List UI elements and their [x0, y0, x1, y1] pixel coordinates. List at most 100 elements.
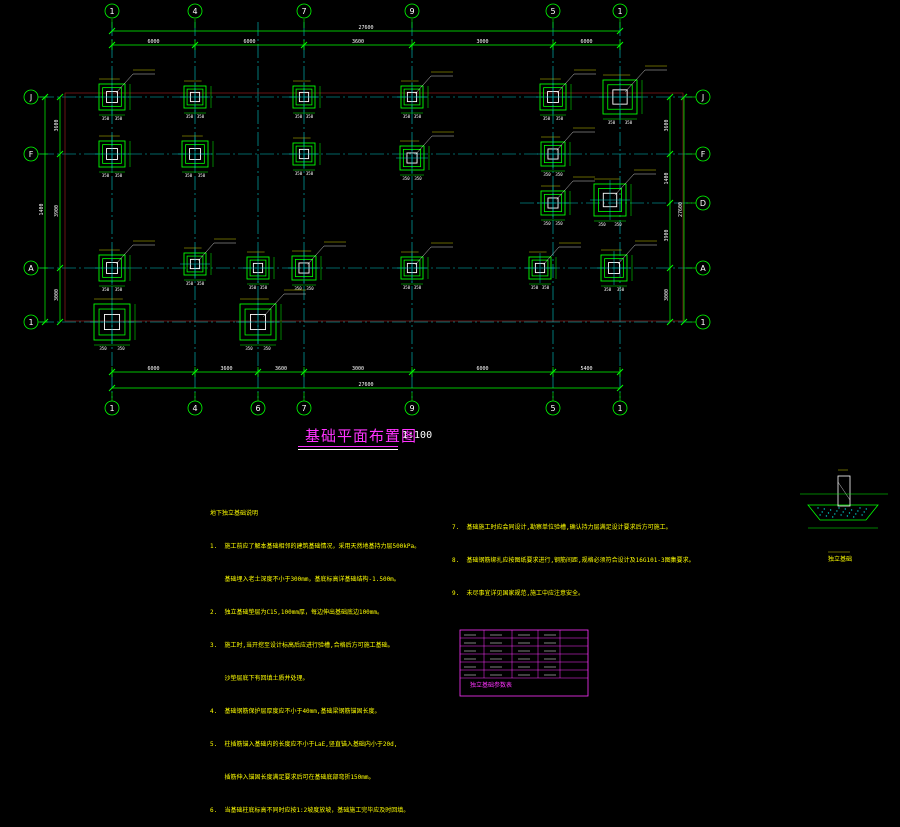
axis-label: A — [28, 264, 34, 273]
footing-dim-label: 350 — [249, 285, 257, 290]
axis-circle — [612, 400, 628, 416]
leader — [624, 69, 646, 93]
axis-bubble: 1 — [104, 3, 120, 19]
footing-dim-label: 350 — [403, 285, 411, 290]
note-line: 沙垫层底下有回填土质并处理。 — [210, 675, 309, 682]
axis-bubble: D — [695, 195, 711, 211]
axis-circle — [695, 260, 711, 276]
dim-overall-top: 27600 — [358, 25, 373, 31]
title-underline — [298, 446, 398, 447]
footing-dim-label: 350 — [403, 114, 411, 119]
footing-dim-label: 350 — [531, 285, 539, 290]
footing-dim-label: 350 — [414, 114, 422, 119]
footing-dim-label: 350 — [185, 173, 193, 178]
axis-bubble: 4 — [187, 3, 203, 19]
axis-circle — [545, 3, 561, 19]
dim-tick — [549, 368, 557, 376]
section-hatch — [840, 514, 842, 516]
dim-tick — [191, 41, 199, 49]
note-line: 1. 施工前应了解本基础相邻的建筑基础情况，采用天然地基持力层500kPa。 — [210, 543, 421, 550]
leader — [415, 75, 432, 94]
footing-dim-label: 350 — [117, 346, 125, 351]
section-hatch — [865, 508, 867, 510]
axis-label: F — [701, 150, 706, 159]
axis-circle — [250, 400, 266, 416]
section-hatch — [838, 507, 840, 509]
axis-label: 9 — [409, 404, 414, 413]
axis-circle — [296, 3, 312, 19]
axis-label: J — [701, 93, 704, 102]
footing-dim-label: 350 — [414, 176, 422, 181]
section-hatch — [855, 513, 857, 515]
axis-bubble: 7 — [296, 3, 312, 19]
footing-dim-label: 350 — [555, 172, 563, 177]
axis-label: 6 — [255, 404, 260, 413]
detail-label: 独立基础 — [828, 556, 853, 563]
section-hatch — [821, 511, 823, 513]
dim-label: 5400 — [580, 366, 592, 372]
footing-dim-label: 350 — [625, 120, 633, 125]
axis-label: 7 — [301, 7, 306, 16]
dim-label: 3900 — [54, 205, 60, 217]
dim-tick — [680, 318, 688, 326]
leader — [115, 244, 134, 265]
section-hatch — [848, 512, 851, 514]
section-hatch — [823, 508, 825, 510]
axis-circle — [695, 314, 711, 330]
dim-label: 3000 — [664, 289, 670, 301]
note-line: 插筋伸入锚固长度满足要求后可在基础底部弯折150mm。 — [210, 774, 375, 781]
footing-dim-label: 350 — [306, 171, 314, 176]
dim-label: 3000 — [54, 289, 60, 301]
leader — [543, 246, 560, 265]
dim-label: 27600 — [678, 202, 684, 217]
drawing-title: 基础平面布置图 — [305, 427, 418, 445]
footing-dim-label: 350 — [245, 346, 253, 351]
footing-dim-label: 350 — [102, 173, 110, 178]
axis-label: 1 — [109, 404, 114, 413]
axis-bubble: 1 — [612, 400, 628, 416]
dim-label: 3000 — [352, 366, 364, 372]
note-line: 9. 未尽事宜详见国家规范,施工中应注意安全。 — [452, 590, 585, 597]
axis-label: 7 — [301, 404, 306, 413]
leader — [556, 73, 575, 94]
dim-label: 6000 — [147, 39, 159, 45]
axis-bubble: 7 — [296, 400, 312, 416]
footing-dim-label: 350 — [115, 116, 123, 121]
section-hatch — [863, 511, 865, 513]
axis-label: 1 — [617, 7, 622, 16]
dim-label: 3600 — [352, 39, 364, 45]
footing-dim-label: 350 — [115, 173, 123, 178]
axis-bubble: F — [695, 146, 711, 162]
section-hatch — [817, 507, 819, 509]
section-hatch — [832, 516, 834, 518]
dim-label: 3600 — [664, 119, 670, 131]
notes-left: 地下独立基础说明 1. 施工前应了解本基础相邻的建筑基础情况，采用天然地基持力层… — [210, 486, 420, 827]
axis-label: F — [29, 150, 34, 159]
note-line: 4. 基础钢筋保护层厚度应不小于40mm,基础梁钢筋锚固长度。 — [210, 708, 381, 715]
footing-dim-label: 350 — [614, 222, 622, 227]
axis-circle — [23, 314, 39, 330]
dim-tick — [254, 368, 262, 376]
footing-dim-label: 350 — [598, 222, 606, 227]
axis-bubble: 5 — [545, 3, 561, 19]
axis-circle — [187, 400, 203, 416]
table-frame — [459, 629, 589, 697]
section-hatch — [853, 516, 855, 518]
section-hatch — [844, 508, 846, 510]
leader — [556, 180, 574, 200]
footing-dim-label: 350 — [543, 116, 551, 121]
axis-circle — [23, 260, 39, 276]
note-line: 3. 施工时,当开挖至设计标高后应进行验槽,合格后方可施工基础。 — [210, 642, 394, 649]
section-hatch — [819, 514, 821, 516]
footing-dim-label: 350 — [306, 286, 314, 291]
section-hatch — [850, 509, 853, 511]
